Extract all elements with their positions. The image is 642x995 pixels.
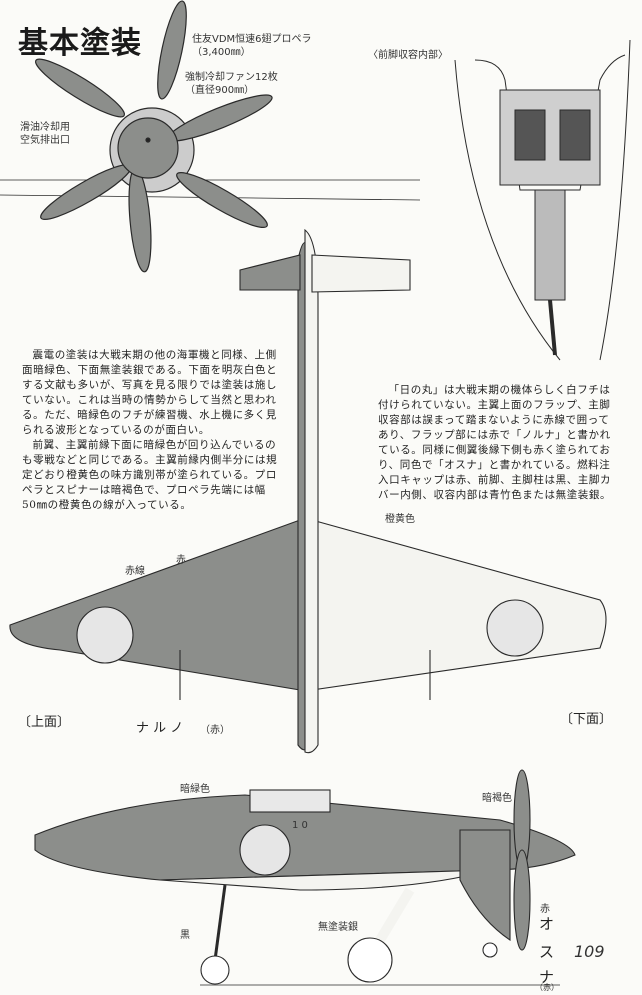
body-text-right: 「日の丸」は大戦末期の機体らしく白フチは付けられていない。主翼上面のフラップ、主… [378,383,613,503]
page-number: 109 [574,942,605,961]
orange-yellow-label: 橙黄色 [385,514,415,525]
aircraft-number: 1 0 [292,820,308,831]
unpainted-silver-label: 無塗装銀 [318,922,358,933]
propeller-size: （3,400㎜） [192,47,251,58]
nose-gear-bay-drawing [454,39,631,361]
side-view [34,769,576,986]
propeller-front-view [0,0,421,273]
osuna-color: （赤） [535,983,559,992]
osuna-char-3: ナ [539,968,555,986]
cooling-fan-label: 強制冷却ファン12枚 [185,72,278,83]
paragraph: 前翼、主翼前縁下面に暗緑色が回り込んでいるのも零戦などと同じである。主翼前縁内側… [22,439,278,511]
red-label: 赤 [176,555,186,566]
dark-green-label: 暗緑色 [180,784,210,795]
red-line-label: 赤線 [125,566,145,577]
black-label: 黒 [180,930,190,941]
dark-brown-label: 暗褐色 [482,793,512,804]
cooling-fan-size: （直径900㎜） [185,85,255,96]
noruna-color: （赤） [200,725,230,736]
paragraph: 「日の丸」は大戦末期の機体らしく白フチは付けられていない。主翼上面のフラップ、主… [378,384,612,501]
planform-view [9,228,607,754]
osuna-char-1: オ [539,915,555,933]
body-text-left: 震電の塗装は大戦末期の他の海軍機と同様、上側面暗緑色、下面無塗装銀である。下面を… [22,348,280,513]
osuna-char-2: ス [539,943,555,961]
oil-cooler-exhaust-label-2: 空気排出口 [20,135,70,146]
paragraph: 震電の塗装は大戦末期の他の海軍機と同様、上側面暗緑色、下面無塗装銀である。下面を… [22,349,278,436]
propeller-label: 住友VDM恒速6翅プロペラ [192,34,312,45]
lower-view-label: 〔下面〕 [560,712,613,727]
noruna-marking: ナ ル ノ [136,721,184,736]
nose-gear-bay-caption: 〈前脚収容内部〉 [368,50,448,61]
page-title: 基本塗装 [18,26,142,61]
upper-view-label: 〔上面〕 [18,715,71,730]
red-label-side: 赤 [540,904,550,915]
oil-cooler-exhaust-label-1: 滑油冷却用 [20,122,70,133]
